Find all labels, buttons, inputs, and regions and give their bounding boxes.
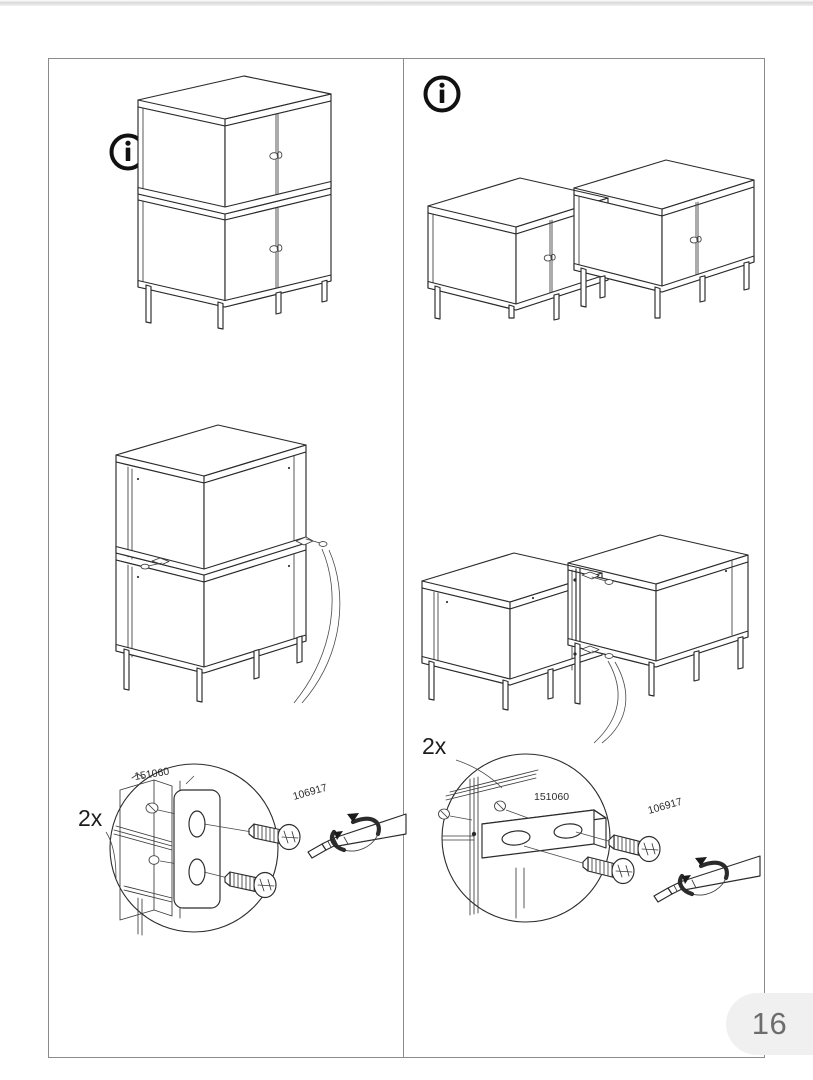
- bracket-detail-horizontal: 151060: [416, 718, 766, 948]
- bracket-marker-upper: [581, 571, 614, 585]
- part-number-plate-left: 151060: [134, 766, 171, 783]
- bracket-marker-lower: [581, 645, 614, 659]
- panel-divider: [403, 58, 404, 1058]
- bracket-detail-vertical: 151060: [76, 738, 407, 958]
- screwdriver-icon: [307, 813, 407, 859]
- part-number-screw-right: 106917: [647, 796, 684, 817]
- top-edge-band: [0, 0, 813, 6]
- bracket-marker-right: [295, 536, 328, 547]
- two-cabinets-side-by-side-front-view: [422, 128, 762, 321]
- screw-lower: [523, 845, 635, 885]
- panel-left-stacked-configuration: 151060: [48, 58, 407, 1058]
- page-number-badge: 16: [726, 993, 813, 1055]
- screw-upper: [203, 823, 301, 851]
- page-number: 16: [751, 1006, 788, 1041]
- quantity-label-right: 2x: [422, 733, 447, 759]
- two-cabinets-side-by-side-rear-view: [416, 503, 766, 744]
- screw-lower: [203, 871, 277, 899]
- two-cabinets-stacked-rear-view: [108, 413, 398, 704]
- quantity-label-left: 2x: [78, 805, 103, 831]
- screw-upper: [575, 831, 661, 863]
- part-number-screw-left: 106917: [292, 782, 329, 803]
- two-cabinets-stacked-front-view: [126, 66, 356, 330]
- bracket-marker-left: [140, 557, 170, 570]
- info-icon: [422, 74, 462, 114]
- part-number-plate-right: 151060: [534, 791, 569, 803]
- screwdriver-icon: [653, 855, 761, 903]
- panel-right-side-by-side-configuration: 151060: [404, 58, 765, 1058]
